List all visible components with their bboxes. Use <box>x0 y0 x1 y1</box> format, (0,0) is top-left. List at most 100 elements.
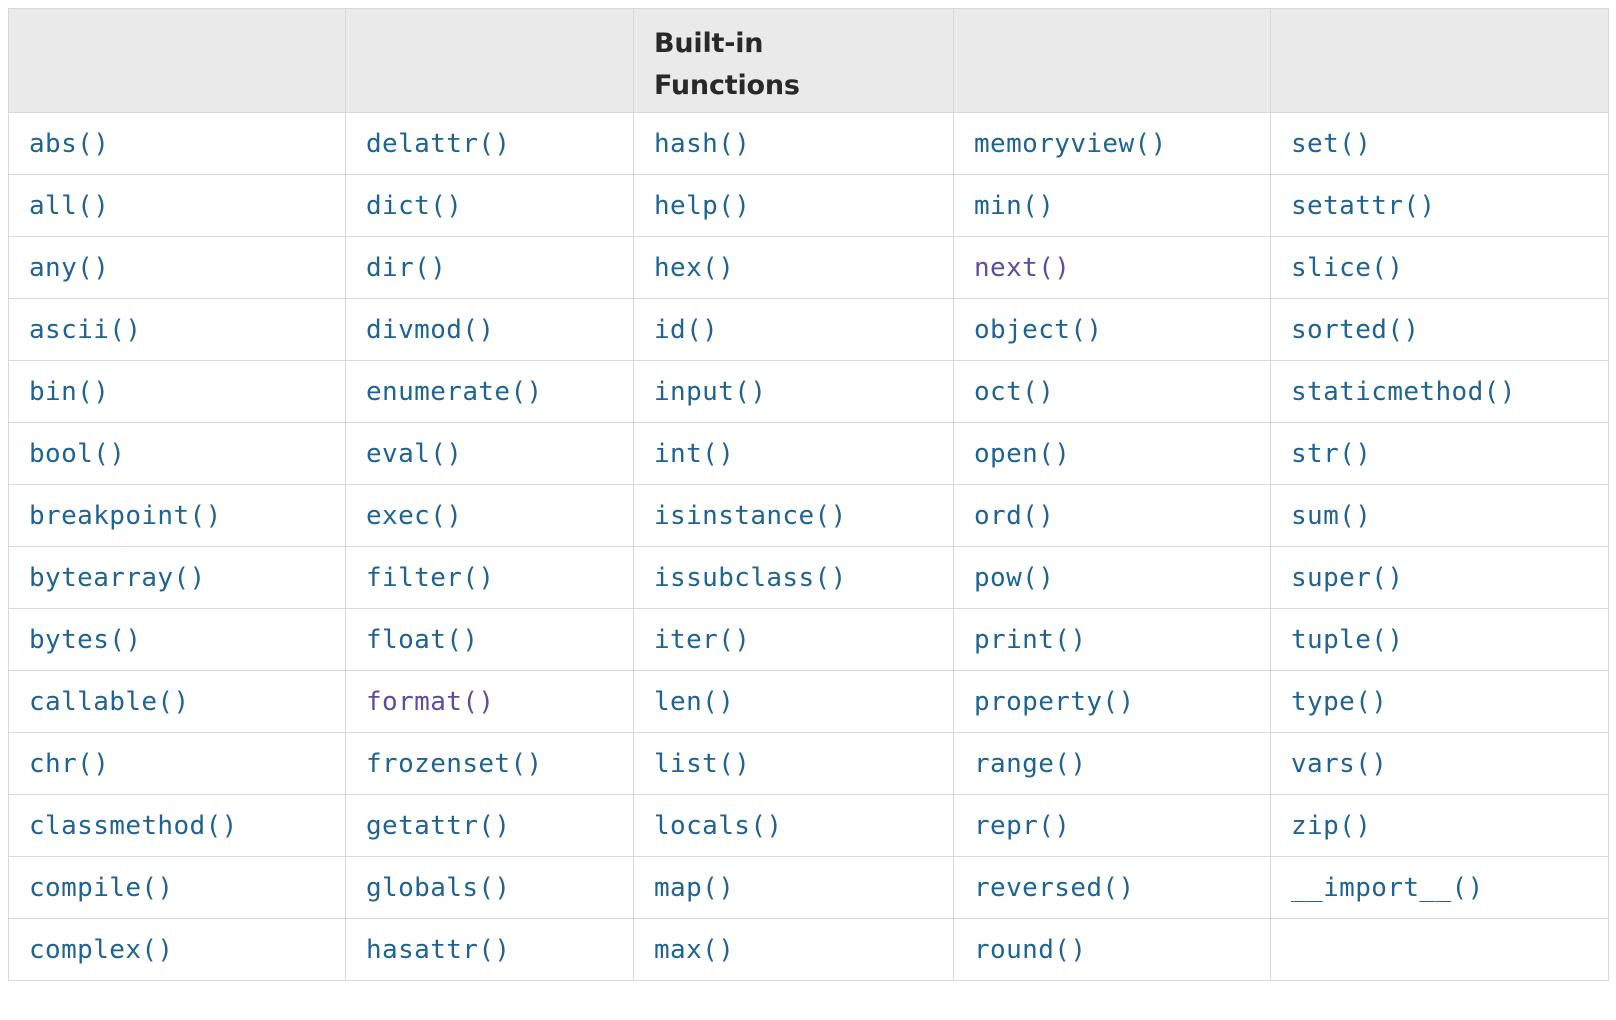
function-link[interactable]: frozenset() <box>366 748 543 779</box>
function-link[interactable]: complex() <box>29 934 174 965</box>
function-link[interactable]: compile() <box>29 872 174 903</box>
table-cell: set() <box>1270 112 1609 175</box>
function-link[interactable]: pow() <box>974 562 1055 593</box>
table-header-cell-5 <box>1270 8 1609 113</box>
function-link[interactable]: type() <box>1291 686 1388 717</box>
table-cell: pow() <box>953 546 1271 609</box>
function-link[interactable]: vars() <box>1291 748 1388 779</box>
function-link[interactable]: super() <box>1291 562 1404 593</box>
table-cell: staticmethod() <box>1270 360 1609 423</box>
function-link[interactable]: getattr() <box>366 810 511 841</box>
function-link[interactable]: len() <box>654 686 735 717</box>
function-link[interactable]: reversed() <box>974 872 1135 903</box>
function-link[interactable]: bytearray() <box>29 562 206 593</box>
table-row: callable() format() len() property() type() <box>8 670 1609 733</box>
function-link[interactable]: exec() <box>366 500 463 531</box>
table-row: ascii() divmod() id() object() sorted() <box>8 298 1609 361</box>
function-link[interactable]: delattr() <box>366 128 511 159</box>
function-link[interactable]: divmod() <box>366 314 495 345</box>
function-link[interactable]: callable() <box>29 686 190 717</box>
table-cell: oct() <box>953 360 1271 423</box>
function-link[interactable]: zip() <box>1291 810 1372 841</box>
function-link[interactable]: isinstance() <box>654 500 847 531</box>
function-link[interactable]: bytes() <box>29 624 142 655</box>
function-link[interactable]: slice() <box>1291 252 1404 283</box>
function-link[interactable]: hash() <box>654 128 751 159</box>
function-link[interactable]: enumerate() <box>366 376 543 407</box>
function-link[interactable]: str() <box>1291 438 1372 469</box>
table-header-cell-2 <box>345 8 634 113</box>
table-cell: vars() <box>1270 732 1609 795</box>
function-link[interactable]: locals() <box>654 810 783 841</box>
table-cell: issubclass() <box>633 546 954 609</box>
table-row: bytearray() filter() issubclass() pow() supe… <box>8 546 1609 609</box>
function-link[interactable]: all() <box>29 190 110 221</box>
table-row: all() dict() help() min() setattr() <box>8 174 1609 237</box>
function-link[interactable]: __import__() <box>1291 872 1484 903</box>
table-cell: memoryview() <box>953 112 1271 175</box>
table-cell: min() <box>953 174 1271 237</box>
function-link[interactable]: bool() <box>29 438 126 469</box>
function-link[interactable]: eval() <box>366 438 463 469</box>
function-link[interactable]: globals() <box>366 872 511 903</box>
function-link[interactable]: issubclass() <box>654 562 847 593</box>
function-link[interactable]: filter() <box>366 562 495 593</box>
function-link[interactable]: breakpoint() <box>29 500 222 531</box>
table-cell: id() <box>633 298 954 361</box>
table-header-label-1 <box>29 9 325 23</box>
function-link[interactable]: any() <box>29 252 110 283</box>
table-cell: iter() <box>633 608 954 671</box>
table-cell: setattr() <box>1270 174 1609 237</box>
table-cell: float() <box>345 608 634 671</box>
function-link[interactable]: help() <box>654 190 751 221</box>
table-cell: bin() <box>8 360 346 423</box>
table-header-label-2 <box>366 9 613 23</box>
function-link[interactable]: dir() <box>366 252 447 283</box>
function-link[interactable]: input() <box>654 376 767 407</box>
builtin-functions-table: Built-in Functions abs()delattr()hash()m… <box>8 8 1609 981</box>
function-link[interactable]: ascii() <box>29 314 142 345</box>
function-link[interactable]: ord() <box>974 500 1055 531</box>
function-link[interactable]: oct() <box>974 376 1055 407</box>
function-link[interactable]: map() <box>654 872 735 903</box>
table-cell: property() <box>953 670 1271 733</box>
function-link[interactable]: property() <box>974 686 1135 717</box>
function-link[interactable]: sorted() <box>1291 314 1420 345</box>
function-link[interactable]: object() <box>974 314 1103 345</box>
table-cell: any() <box>8 236 346 299</box>
function-link[interactable]: chr() <box>29 748 110 779</box>
table-row: breakpoint() exec() isinstance() ord() sum() <box>8 484 1609 547</box>
table-cell: format() <box>345 670 634 733</box>
function-link[interactable]: bin() <box>29 376 110 407</box>
function-link[interactable]: format() <box>366 686 495 717</box>
function-link[interactable]: repr() <box>974 810 1071 841</box>
function-link[interactable]: hasattr() <box>366 934 511 965</box>
function-link[interactable]: max() <box>654 934 735 965</box>
function-link[interactable]: float() <box>366 624 479 655</box>
function-link[interactable]: iter() <box>654 624 751 655</box>
function-link[interactable]: id() <box>654 314 719 345</box>
function-link[interactable]: abs() <box>29 128 110 159</box>
function-link[interactable]: tuple() <box>1291 624 1404 655</box>
function-link[interactable]: range() <box>974 748 1087 779</box>
function-link[interactable]: memoryview() <box>974 128 1167 159</box>
function-link[interactable]: next() <box>974 252 1071 283</box>
function-link[interactable]: classmethod() <box>29 810 238 841</box>
table-cell: len() <box>633 670 954 733</box>
function-link[interactable]: open() <box>974 438 1071 469</box>
function-link[interactable]: list() <box>654 748 751 779</box>
function-link[interactable]: set() <box>1291 128 1372 159</box>
function-link[interactable]: print() <box>974 624 1087 655</box>
table-cell: object() <box>953 298 1271 361</box>
function-link[interactable]: int() <box>654 438 735 469</box>
function-link[interactable]: sum() <box>1291 500 1372 531</box>
function-link[interactable]: round() <box>974 934 1087 965</box>
table-cell: range() <box>953 732 1271 795</box>
function-link[interactable]: min() <box>974 190 1055 221</box>
function-link[interactable]: dict() <box>366 190 463 221</box>
function-link[interactable]: staticmethod() <box>1291 376 1516 407</box>
function-link[interactable]: setattr() <box>1291 190 1436 221</box>
function-link[interactable]: hex() <box>654 252 735 283</box>
table-cell <box>1270 918 1609 981</box>
table-cell: int() <box>633 422 954 485</box>
